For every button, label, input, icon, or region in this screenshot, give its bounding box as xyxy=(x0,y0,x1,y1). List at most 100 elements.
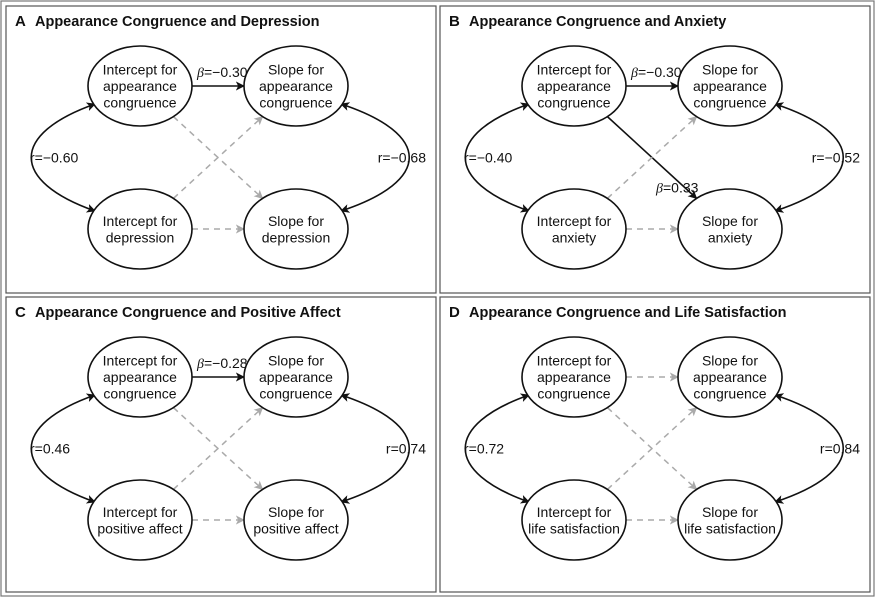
node-label-line: Intercept for xyxy=(537,62,612,78)
correlation-curve-intercepts xyxy=(464,393,530,504)
node-label-line: congruence xyxy=(537,386,610,402)
node-label-line: appearance xyxy=(537,369,611,385)
correlation-curve-slopes xyxy=(340,102,411,213)
panel-letter: D xyxy=(449,304,460,321)
node-label-line: Intercept for xyxy=(103,62,178,78)
node-label-line: appearance xyxy=(103,78,177,94)
correlation-curve-intercepts xyxy=(464,102,530,213)
node-label-line: life satisfaction xyxy=(684,520,776,536)
node-label-line: Intercept for xyxy=(103,353,178,369)
node-label-line: congruence xyxy=(693,95,766,111)
node-label-line: Slope for xyxy=(268,353,324,369)
node-label-line: appearance xyxy=(693,78,767,94)
node-label-line: Slope for xyxy=(702,213,758,229)
node-label-line: congruence xyxy=(693,386,766,402)
correlation-curve-slopes xyxy=(340,393,411,504)
node-ellipse xyxy=(243,188,349,270)
beta-label: β=−0.30 xyxy=(630,64,682,81)
correlation-label-intercepts: r=0.46 xyxy=(30,441,70,457)
node-label-line: congruence xyxy=(259,95,332,111)
path-bl-to-tr xyxy=(606,115,698,199)
correlation-label-intercepts: r=−0.40 xyxy=(464,150,512,166)
node-label-line: appearance xyxy=(693,369,767,385)
correlation-label-slopes: r=−0.68 xyxy=(378,150,426,166)
correlation-label-intercepts: r=0.72 xyxy=(464,441,504,457)
panel-d: D Appearance Congruence and Life Satisfac… xyxy=(439,296,871,593)
correlation-curve-intercepts xyxy=(30,102,96,213)
node-ellipse xyxy=(87,45,193,127)
node-ellipse xyxy=(677,45,783,127)
path-bl-to-tr xyxy=(172,406,264,490)
panel-letter: A xyxy=(15,13,26,30)
node-ellipse xyxy=(243,45,349,127)
node-ellipse xyxy=(677,188,783,270)
node-label-line: congruence xyxy=(103,386,176,402)
node-label-line: positive affect xyxy=(253,520,338,536)
panel-title: Appearance Congruence and Positive Affec… xyxy=(35,305,341,321)
panel-border xyxy=(439,5,871,294)
path-bl-to-tr xyxy=(606,406,698,490)
panel-a: A Appearance Congruence and Depression β=−… xyxy=(5,5,437,294)
node-label-line: Slope for xyxy=(268,62,324,78)
correlation-label-slopes: r=0.74 xyxy=(386,441,426,457)
node-ellipse xyxy=(677,336,783,418)
node-ellipse xyxy=(87,479,193,561)
node-label-line: Intercept for xyxy=(537,353,612,369)
node-label-line: Intercept for xyxy=(103,213,178,229)
panels-layer: A Appearance Congruence and Depression β=−… xyxy=(5,5,871,593)
node-ellipse xyxy=(521,45,627,127)
panel-title: Appearance Congruence and Depression xyxy=(35,14,319,30)
correlation-label-slopes: r=0.84 xyxy=(820,441,860,457)
node-label-line: Slope for xyxy=(702,62,758,78)
node-ellipse xyxy=(87,336,193,418)
node-label-line: depression xyxy=(106,229,175,245)
panel-border xyxy=(439,296,871,593)
correlation-curve-slopes xyxy=(774,102,845,213)
beta-label: β=−0.28 xyxy=(196,355,248,372)
panel-title: Appearance Congruence and Anxiety xyxy=(469,14,726,30)
beta-label: β=−0.30 xyxy=(196,64,248,81)
node-label-line: anxiety xyxy=(708,229,752,245)
node-label-line: Slope for xyxy=(268,504,324,520)
node-label-line: Intercept for xyxy=(537,213,612,229)
panel-title: Appearance Congruence and Life Satisfact… xyxy=(469,305,786,321)
panel-border xyxy=(5,296,437,593)
beta-label: β=0.33 xyxy=(655,180,699,197)
node-label-line: positive affect xyxy=(97,520,182,536)
node-label-line: appearance xyxy=(537,78,611,94)
correlation-label-slopes: r=−0.52 xyxy=(812,150,860,166)
panel-b: B Appearance Congruence and Anxiety β=−0.3… xyxy=(439,5,871,294)
node-label-line: Intercept for xyxy=(537,504,612,520)
node-label-line: Slope for xyxy=(702,504,758,520)
node-label-line: Intercept for xyxy=(103,504,178,520)
panel-letter: C xyxy=(15,304,26,321)
panel-c: C Appearance Congruence and Positive Affe… xyxy=(5,296,437,593)
panel-border xyxy=(5,5,437,294)
node-ellipse xyxy=(243,336,349,418)
node-ellipse xyxy=(87,188,193,270)
panel-letter: B xyxy=(449,13,460,30)
path-bl-to-tr xyxy=(172,115,264,199)
node-ellipse xyxy=(521,479,627,561)
node-ellipse xyxy=(677,479,783,561)
node-ellipse xyxy=(521,188,627,270)
node-ellipse xyxy=(521,336,627,418)
node-label-line: appearance xyxy=(103,369,177,385)
correlation-label-intercepts: r=−0.60 xyxy=(30,150,78,166)
node-label-line: Slope for xyxy=(702,353,758,369)
correlation-curve-slopes xyxy=(774,393,845,504)
